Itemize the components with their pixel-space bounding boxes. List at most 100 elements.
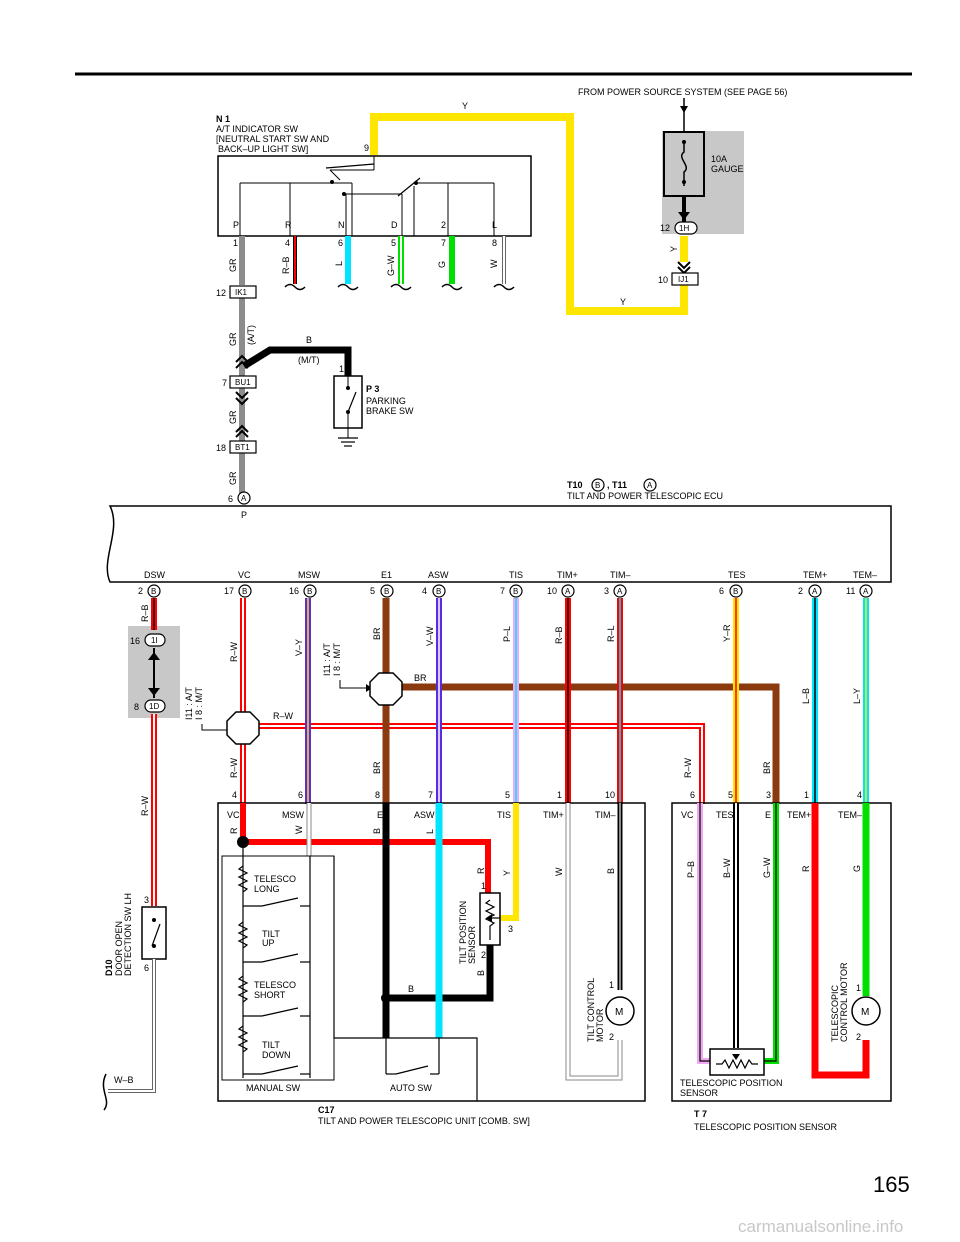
- wire-label-rb: R–B: [140, 604, 150, 622]
- c17-wire-b-tilt: [386, 942, 494, 1002]
- tilt-sensor-pin-3: 3: [508, 924, 513, 934]
- arrow-icon: [678, 212, 690, 220]
- resistor-icon: [716, 1058, 758, 1070]
- connector-ij1-label: IJ1: [678, 275, 689, 284]
- connector-ik1-label: IK1: [235, 288, 248, 297]
- ecu-pin-tem-plus: 2: [798, 586, 803, 596]
- n1-wire-l: L: [334, 261, 344, 266]
- t7-wire-gw: [764, 803, 779, 1064]
- connector-ij1-pin: 10: [658, 275, 668, 285]
- n1-code: N 1: [216, 114, 230, 124]
- junction-1-leader: [201, 724, 228, 731]
- tilt-motor-name-1: TILT CONTROL: [586, 978, 596, 1042]
- wire-label-at: (A/T): [246, 325, 256, 345]
- ecu-term-tes: TES: [728, 570, 746, 580]
- tele-motor-icon: [851, 996, 881, 1026]
- wire-label-vy: V–Y: [294, 639, 304, 656]
- t7-pin-vc: 6: [690, 790, 695, 800]
- tilt-sensor-name-2: SENSOR: [467, 925, 477, 964]
- wire-label-vw: V–W: [425, 626, 435, 646]
- wire-label-b-mt: B: [306, 335, 312, 345]
- wire-br-branch: [402, 683, 780, 804]
- wire-label-mt: (M/T): [298, 355, 320, 365]
- manual-sw-arm-1: [261, 897, 299, 907]
- power-source-label: FROM POWER SOURCE SYSTEM (SEE PAGE 56): [578, 87, 787, 97]
- ecu-conn-tis: B: [513, 587, 518, 596]
- junction-2-line1: I11 : A/T: [322, 643, 332, 676]
- connector-bu1: [229, 375, 257, 389]
- ecu-pin-dsw: 2: [138, 586, 143, 596]
- connector-bt1-label: BT1: [235, 443, 250, 452]
- wire-rw-branch: [259, 723, 705, 804]
- ecu-badge-tes: [729, 584, 743, 598]
- t7-pin-tem-minus: 4: [857, 790, 862, 800]
- ecu-conn-tim-plus: A: [565, 587, 571, 596]
- ecu-pin-tim-plus: 10: [547, 586, 557, 596]
- c17-wire-label-b2: B: [408, 984, 414, 994]
- ecu-outline: [106, 505, 892, 583]
- connector-a6-label: A: [241, 494, 247, 503]
- junction-octagon-2: [369, 672, 403, 706]
- c17-pin-msw: 6: [298, 790, 303, 800]
- ecu-pin-badges: 2 B 17 B 16 B 5 B 4 B 7 B 10 A 3 A 6 B 2…: [138, 584, 873, 598]
- c17-junction-dot-b: [381, 993, 391, 1003]
- p3-switch-arm: [347, 391, 357, 413]
- wire-label-ly: L–Y: [852, 688, 862, 704]
- ecu-conn-a-badge: [643, 478, 657, 492]
- t7-wire-label-gw: G–W: [762, 857, 772, 878]
- wire-b-mt: [242, 346, 352, 376]
- fuse-rating: 10A: [711, 154, 727, 164]
- sw-tilt-up-2: UP: [262, 938, 275, 948]
- tele-sensor-name-2: SENSOR: [680, 1088, 719, 1098]
- ecu-term-asw: ASW: [428, 570, 449, 580]
- ground-icon: [338, 437, 358, 447]
- ecu-code-t11: , T11: [607, 480, 627, 490]
- ecu-pin-asw: 4: [422, 586, 427, 596]
- connector-a6: [237, 491, 251, 505]
- ecu-term-e1: E1: [381, 570, 392, 580]
- wire-wb: [108, 959, 156, 1093]
- ecu-badge-tem-minus: [859, 584, 873, 598]
- connector-bu1-pin: 7: [222, 378, 227, 388]
- ecu-pin-vc: 17: [224, 586, 234, 596]
- sw-tilt-up-1: TILT: [262, 929, 280, 939]
- wire-label-br-3: BR: [372, 761, 382, 774]
- c17-pin-tis: 5: [505, 790, 510, 800]
- c17-wire-r: [240, 803, 491, 893]
- wire-label-gr-3: GR: [228, 471, 238, 485]
- arrow-right-icon: [366, 684, 372, 692]
- connector-bt1-pin: 18: [216, 443, 226, 453]
- n1-name-2: [NEUTRAL START SW AND: [216, 134, 330, 144]
- c17-wire-y-tis: [500, 803, 519, 921]
- n1-pos-d: D: [391, 220, 398, 230]
- connector-ik1: [229, 285, 257, 299]
- n1-pin-6: 6: [338, 238, 343, 248]
- c17-wire-label-b: B: [372, 828, 382, 834]
- ecu-badge-vc: [238, 584, 252, 598]
- ecu-term-msw: MSW: [298, 570, 321, 580]
- tilt-sensor-name-1: TILT POSITION: [458, 901, 468, 964]
- fuse-icon: [681, 140, 687, 186]
- c17-code: C17: [318, 1105, 335, 1115]
- break-g: [441, 283, 463, 291]
- resistor-icon: [237, 921, 249, 949]
- t7-wire-pb-in: [699, 803, 712, 1062]
- t7-pins: 6 5 3 1 4: [690, 790, 862, 800]
- chevron-down-icon: [235, 391, 249, 400]
- ecu-badge-tim-plus: [561, 584, 575, 598]
- ecu-pin-tim-minus: 3: [604, 586, 609, 596]
- connector-ij1: [671, 272, 699, 286]
- connector-1i-pin: 16: [130, 636, 140, 646]
- n1-wire-rb: R–B: [281, 256, 291, 274]
- c17-wire-label-b4: B: [606, 868, 616, 874]
- fuse-name: GAUGE: [711, 164, 744, 174]
- c17-terms: VC MSW E ASW TIS TIM+ TIM–: [227, 810, 616, 820]
- t7-wire-label-r: R: [801, 865, 811, 872]
- break-rb: [284, 283, 306, 291]
- ecu-conn-dsw: B: [151, 587, 156, 596]
- t7-wire-label-pb: P–B: [686, 861, 696, 878]
- p3-name-1: PARKING: [366, 396, 406, 406]
- resistor-icon: [237, 1025, 249, 1053]
- wire-label-rw-3: R–W: [229, 757, 239, 778]
- tilt-motor-pin-1: 1: [609, 980, 614, 990]
